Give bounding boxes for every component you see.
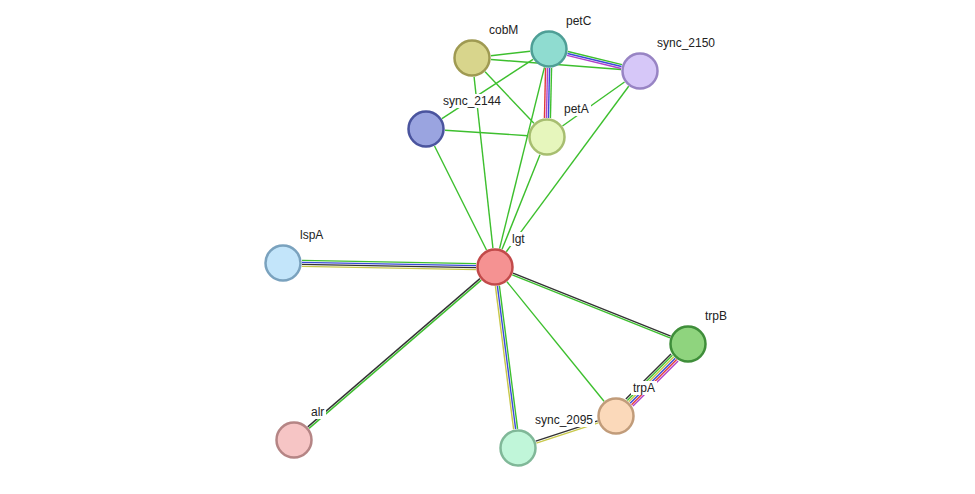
evidence-line [544, 68, 545, 118]
evidence-line [632, 360, 677, 405]
node-label: sync_2144 [441, 94, 503, 108]
protein-node: sync_2144 [407, 110, 445, 148]
evidence-line [507, 282, 604, 402]
node-circle [669, 325, 707, 363]
protein-node: sync_2150 [621, 52, 659, 90]
protein-node: lspA [264, 244, 302, 282]
node-label: trpB [703, 309, 729, 323]
evidence-line [629, 357, 674, 402]
protein-node: petA [528, 118, 566, 156]
interaction-edge [445, 130, 528, 135]
evidence-line [491, 51, 530, 56]
interaction-edge [434, 146, 486, 250]
interaction-edge [626, 354, 678, 406]
interaction-edge [308, 279, 482, 429]
node-circle [275, 421, 313, 459]
evidence-line [550, 68, 551, 118]
evidence-line [513, 273, 671, 336]
node-label: cobM [487, 23, 520, 37]
node-label: trpA [631, 381, 657, 395]
interaction-edge [495, 286, 517, 430]
protein-node: trpB [669, 325, 707, 363]
evidence-line [497, 286, 515, 429]
interaction-edge [491, 51, 530, 56]
node-circle [264, 244, 302, 282]
node-circle [476, 248, 514, 286]
evidence-line [500, 67, 545, 248]
interaction-edge [506, 86, 628, 251]
node-label: petC [564, 14, 593, 28]
evidence-line [626, 354, 671, 399]
protein-node: lgt [476, 248, 514, 286]
evidence-line [495, 286, 513, 429]
node-label: petA [562, 102, 591, 116]
evidence-line [445, 130, 528, 135]
evidence-line [434, 146, 486, 250]
interaction-edge [502, 155, 540, 250]
interaction-edge [512, 273, 670, 338]
evidence-line [567, 55, 621, 68]
node-circle [453, 39, 491, 77]
evidence-line [627, 355, 672, 400]
evidence-line [546, 68, 547, 118]
interaction-edge [500, 67, 545, 248]
evidence-line [567, 53, 621, 66]
node-circle [621, 52, 659, 90]
protein-node: trpA [597, 397, 635, 435]
node-label: lgt [510, 232, 527, 246]
node-circle [499, 429, 537, 467]
evidence-line [302, 266, 476, 269]
evidence-line [308, 279, 480, 427]
interaction-edge [567, 52, 622, 69]
protein-node: petC [530, 30, 568, 68]
node-label: sync_2150 [655, 36, 717, 50]
node-label: sync_2095 [533, 413, 595, 427]
node-circle [407, 110, 445, 148]
interaction-edge [507, 282, 604, 402]
interaction-edge [544, 68, 551, 118]
node-circle [530, 30, 568, 68]
evidence-line [309, 280, 481, 428]
evidence-line [630, 358, 675, 403]
evidence-line [506, 86, 628, 251]
protein-node: sync_2095 [499, 429, 537, 467]
evidence-line [499, 286, 517, 429]
evidence-line [512, 275, 670, 338]
evidence-line [548, 68, 549, 118]
protein-node: cobM [453, 39, 491, 77]
node-circle [528, 118, 566, 156]
node-label: alr [309, 405, 326, 419]
node-label: lspA [298, 228, 325, 242]
interaction-edge [302, 260, 476, 269]
protein-node: alr [275, 421, 313, 459]
evidence-line [502, 155, 540, 250]
node-circle [597, 397, 635, 435]
